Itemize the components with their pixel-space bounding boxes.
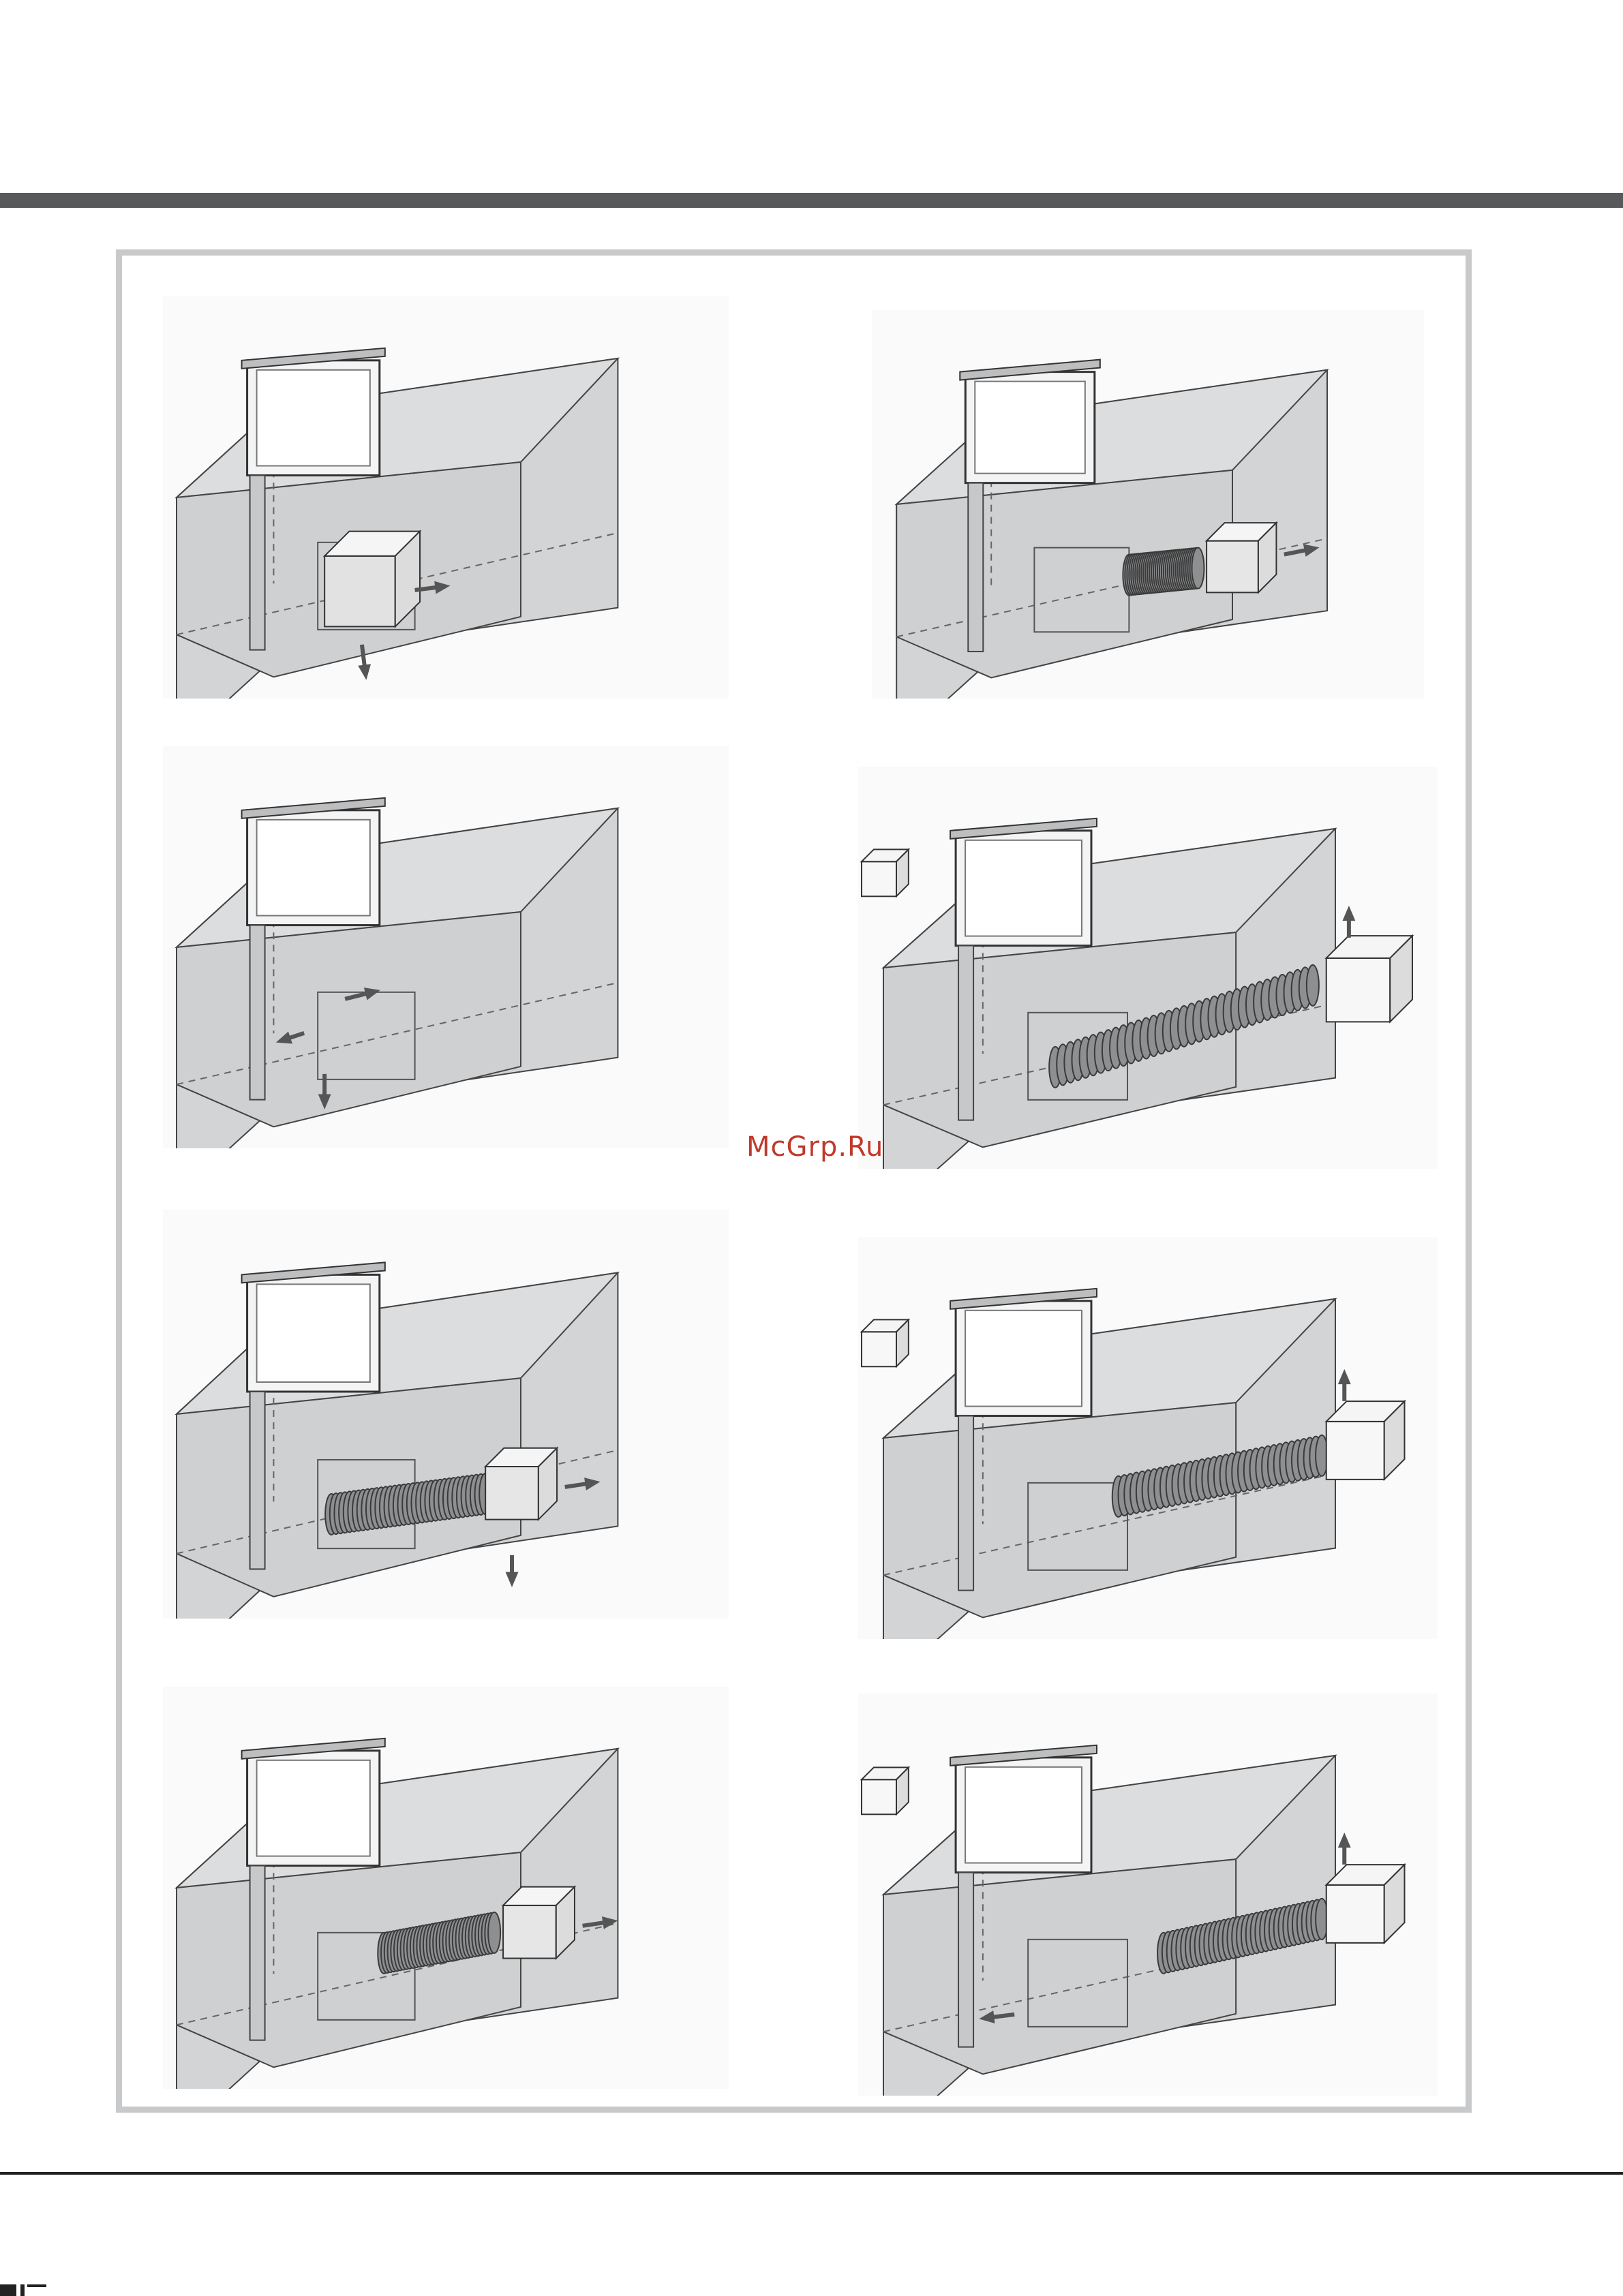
hood-column xyxy=(250,1866,265,2040)
filter-cartridge xyxy=(862,849,909,896)
header-rule xyxy=(0,193,1623,208)
hood-panel xyxy=(257,1760,370,1856)
filter-cartridge xyxy=(862,1767,909,1814)
cabinet-svg xyxy=(163,296,729,699)
external-motor xyxy=(1326,1865,1405,1943)
diagram-7 xyxy=(163,1687,729,2089)
cabinet-svg xyxy=(163,746,729,1148)
external-motor xyxy=(1326,1401,1405,1480)
hood-column xyxy=(958,946,973,1120)
diagram-1 xyxy=(163,296,729,699)
diagram-3 xyxy=(163,746,729,1148)
hood-panel xyxy=(965,1767,1082,1863)
cabinet-svg xyxy=(163,1210,729,1619)
cabinet-svg xyxy=(858,1694,1438,2096)
hood-column xyxy=(958,1873,973,2047)
footer-rule xyxy=(0,2172,1623,2175)
motor-unit xyxy=(503,1887,575,1959)
cabinet-svg xyxy=(163,1687,729,2089)
hood-column xyxy=(250,925,265,1100)
hood-panel xyxy=(965,840,1082,936)
hood-column xyxy=(968,483,983,652)
hood-panel xyxy=(965,1311,1082,1407)
diagram-4 xyxy=(858,767,1438,1169)
diagram-6 xyxy=(858,1237,1438,1639)
hood-column xyxy=(250,1392,265,1569)
motor-unit xyxy=(324,532,420,627)
motor-unit xyxy=(485,1448,557,1520)
flexible-hose xyxy=(1123,548,1204,596)
hood-panel xyxy=(975,382,1085,474)
diagram-5 xyxy=(163,1210,729,1619)
cabinet-svg xyxy=(858,1237,1438,1639)
footer-glyph xyxy=(0,2280,75,2296)
cabinet-svg xyxy=(858,767,1438,1169)
hood-column xyxy=(958,1416,973,1591)
hood-panel xyxy=(257,370,370,466)
hood-panel xyxy=(257,1284,370,1382)
hood-panel xyxy=(257,820,370,916)
watermark: McGrp.Ru xyxy=(746,1131,883,1163)
diagram-8 xyxy=(858,1694,1438,2096)
filter-cartridge xyxy=(862,1319,909,1366)
external-motor xyxy=(1326,936,1412,1022)
diagram-2 xyxy=(872,310,1424,699)
hood-column xyxy=(250,476,265,650)
diagram-frame xyxy=(116,249,1472,2113)
motor-unit xyxy=(1207,523,1276,592)
cabinet-svg xyxy=(872,310,1424,699)
